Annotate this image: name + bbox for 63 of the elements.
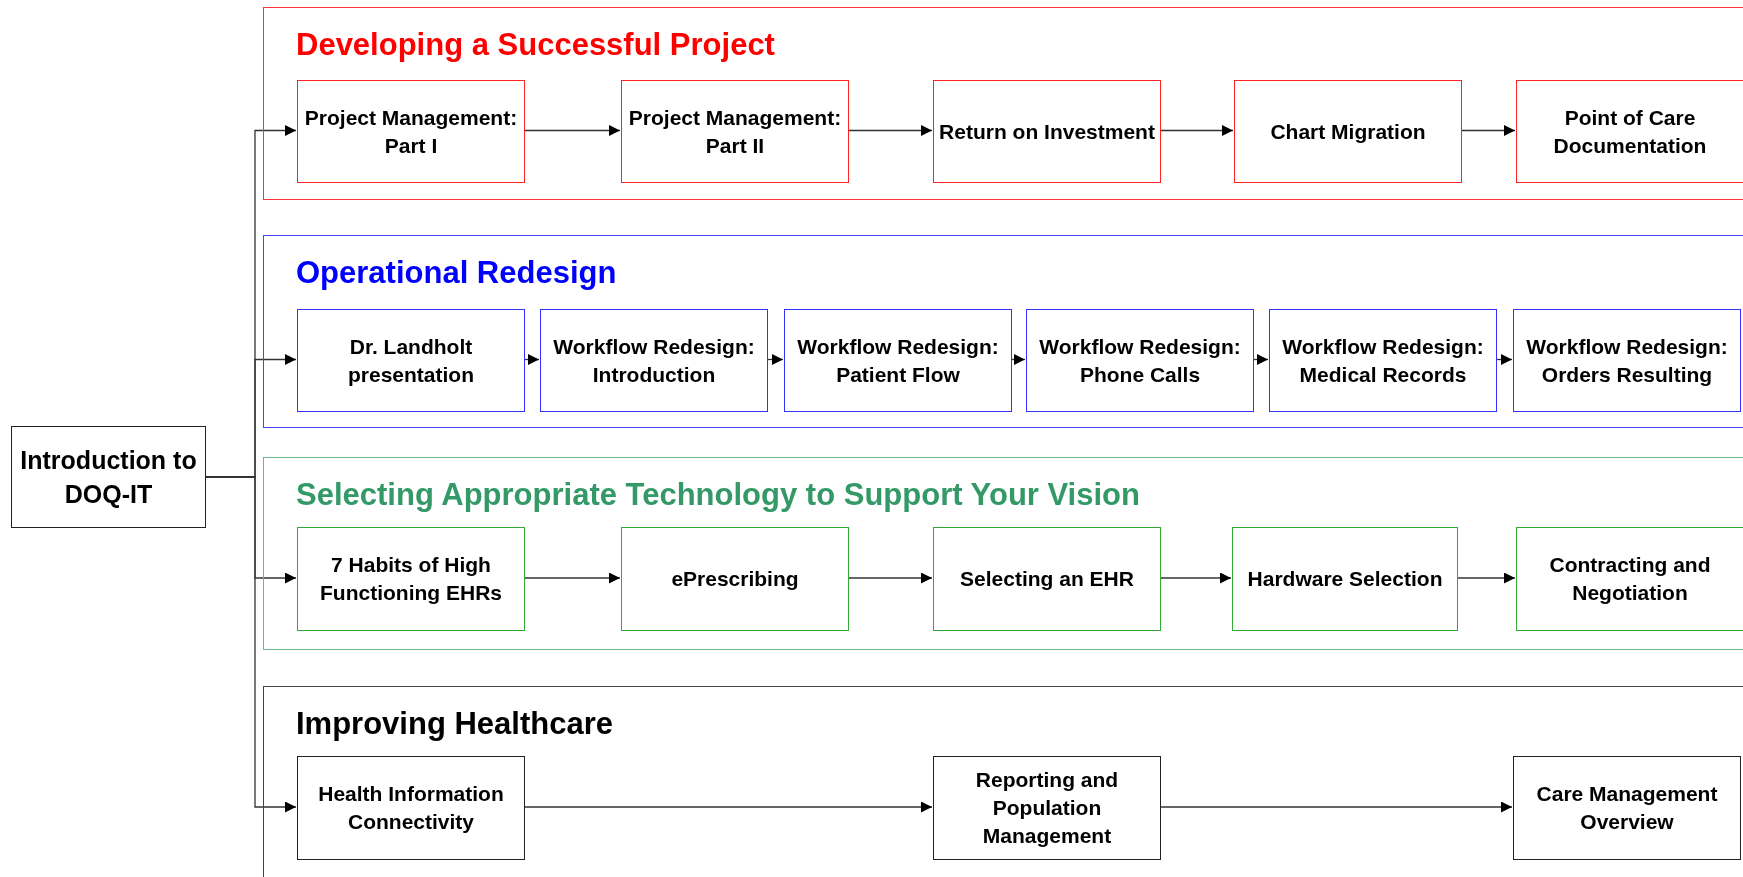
arrow <box>1456 572 1516 584</box>
topic-box <box>297 80 525 183</box>
arrow <box>847 125 933 136</box>
topic-box <box>297 527 525 631</box>
box-label: Return on Investment <box>939 118 1155 145</box>
topic-box <box>621 527 849 631</box>
topic-box <box>1513 756 1741 860</box>
box-label: Workflow Redesign: Phone Calls <box>1038 333 1242 388</box>
topic-box <box>933 80 1161 183</box>
box-label: Point of Care Documentation <box>1552 104 1708 159</box>
group-band <box>263 686 1743 877</box>
box-label: Chart Migration <box>1270 118 1426 145</box>
box-label: Project Management: Part I <box>303 104 519 159</box>
arrow <box>1159 125 1234 136</box>
group-band <box>263 457 1743 650</box>
box-label: Care Management Overview <box>1535 781 1719 835</box>
topic-box <box>1516 527 1743 631</box>
arrow <box>523 572 621 584</box>
arrow <box>523 354 540 365</box>
group-heading: Selecting Appropriate Technology to Support Your Vision <box>296 476 1140 514</box>
box-label: Contracting and Negotiation <box>1548 552 1712 606</box>
topic-box <box>1516 80 1743 183</box>
arrow <box>1159 572 1232 584</box>
group-band <box>263 235 1743 428</box>
group-heading: Improving Healthcare <box>296 705 613 743</box>
box-label: Project Management: Part II <box>627 104 843 159</box>
start-box <box>11 426 206 528</box>
box-label: Workflow Redesign: Medical Records <box>1281 333 1485 388</box>
topic-box <box>1269 309 1497 412</box>
arrow <box>1010 354 1026 365</box>
box-label: 7 Habits of High Functioning EHRs <box>319 552 503 606</box>
topic-box <box>1026 309 1254 412</box>
box-label: Selecting an EHR <box>960 566 1134 592</box>
box-label: Workflow Redesign: Introduction <box>552 333 756 388</box>
arrow <box>523 801 933 813</box>
box-label: Workflow Redesign: Orders Resulting <box>1525 333 1729 388</box>
topic-box <box>621 80 849 183</box>
box-label: Dr. Landholt presentation <box>347 333 475 388</box>
box-label: Health Information Connectivity <box>317 781 505 835</box>
topic-box <box>1513 309 1741 412</box>
topic-box <box>297 756 525 860</box>
box-label: ePrescribing <box>671 566 799 592</box>
box-label: Reporting and Population Management <box>974 767 1120 849</box>
group-band <box>263 7 1743 200</box>
arrow <box>766 354 784 365</box>
topic-box <box>1232 527 1458 631</box>
group-heading: Developing a Successful Project <box>296 26 775 64</box>
group-heading: Operational Redesign <box>296 254 617 292</box>
arrow <box>1495 354 1513 365</box>
arrow <box>1460 125 1516 136</box>
arrow <box>1252 354 1269 365</box>
topic-box <box>540 309 768 412</box>
topic-box <box>784 309 1012 412</box>
topic-box <box>933 527 1161 631</box>
topic-box <box>1234 80 1462 183</box>
box-label: Workflow Redesign: Patient Flow <box>796 333 1000 388</box>
arrow <box>523 125 621 136</box>
topic-box <box>297 309 525 412</box>
topic-box <box>933 756 1161 860</box>
arrow <box>1159 801 1513 813</box>
box-label: Introduction to DOQ-IT <box>19 445 198 510</box>
arrow <box>847 572 933 584</box>
box-label: Hardware Selection <box>1247 566 1443 592</box>
